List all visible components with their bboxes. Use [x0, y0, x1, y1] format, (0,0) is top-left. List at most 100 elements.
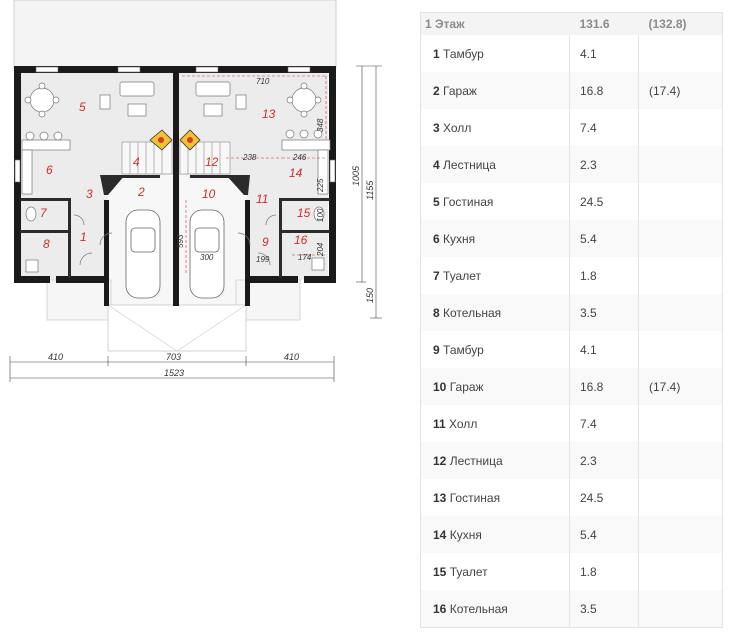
dim-label: 703	[166, 352, 181, 362]
room-name: Тамбур	[443, 342, 484, 357]
room-number: 16	[433, 601, 447, 616]
doors	[73, 214, 277, 266]
table-row: 1 Тамбур 4.1	[420, 35, 723, 72]
room-number: 1	[433, 46, 440, 61]
room-name-cell: 16 Котельная	[420, 590, 570, 628]
room-area: 1.8	[569, 553, 639, 590]
room-number: 7	[40, 206, 48, 220]
porch-left	[46, 279, 112, 321]
room-name: Кухня	[449, 527, 482, 542]
room-area: 3.5	[569, 590, 639, 628]
dim-label: 1155	[365, 180, 375, 200]
room-name-cell: 3 Холл	[420, 109, 570, 146]
room-area-alt	[638, 183, 723, 220]
room-number: 8	[433, 305, 440, 320]
room-area: 16.8	[569, 72, 639, 109]
room-area: 2.3	[569, 442, 639, 479]
room-number: 1	[80, 230, 87, 244]
room-number: 12	[205, 155, 219, 169]
floor-plan: 1 2 3 4 5 6 7 8 9 10 11 12 13 14 15 16 7…	[9, 0, 382, 382]
room-name-cell: 9 Тамбур	[420, 331, 570, 368]
room-area-alt	[638, 553, 723, 590]
room-name-cell: 10 Гараж	[420, 368, 570, 405]
room-area-alt	[638, 516, 723, 553]
dim-label: 1523	[164, 368, 184, 378]
room-area: 5.4	[569, 220, 639, 257]
dim-label: 100	[316, 208, 325, 222]
room-number: 9	[262, 235, 269, 249]
room-area-alt	[638, 109, 723, 146]
room-number: 8	[43, 237, 50, 251]
room-name-cell: 14 Кухня	[420, 516, 570, 553]
room-number: 10	[433, 379, 447, 394]
room-area-alt	[638, 331, 723, 368]
room-name: Холл	[449, 416, 478, 431]
room-area: 7.4	[569, 109, 639, 146]
room-area-alt	[638, 220, 723, 257]
room-number: 11	[433, 416, 446, 431]
room-number: 5	[433, 194, 440, 209]
room-name: Кухня	[443, 231, 476, 246]
dim-label: 238	[242, 153, 257, 162]
room-name-cell: 11 Холл	[420, 405, 570, 442]
room-name: Туалет	[449, 564, 488, 579]
interior-walls	[20, 175, 330, 278]
room-number: 12	[433, 453, 447, 468]
dim-label: 710	[256, 77, 270, 86]
room-name: Котельная	[443, 305, 502, 320]
room-area: 7.4	[569, 405, 639, 442]
room-number: 15	[433, 564, 447, 579]
room-area: 5.4	[569, 516, 639, 553]
room-name-cell: 13 Гостиная	[420, 479, 570, 516]
room-number: 16	[294, 233, 308, 247]
room-number: 10	[202, 187, 216, 201]
room-name: Гараж	[443, 83, 477, 98]
cars	[125, 209, 225, 299]
room-name-cell: 2 Гараж	[420, 72, 570, 109]
room-name: Лестница	[443, 157, 496, 172]
room-area-alt: (17.4)	[638, 72, 723, 109]
room-area: 2.3	[569, 146, 639, 183]
room-number: 3	[433, 120, 440, 135]
room-name: Тамбур	[443, 46, 484, 61]
room-number: 6	[46, 163, 53, 177]
room-area: 16.8	[569, 368, 639, 405]
dim-label: 174	[298, 253, 312, 262]
room-name: Гостиная	[443, 194, 494, 209]
room-area-alt	[638, 294, 723, 331]
driveway	[107, 304, 247, 352]
room-area: 3.5	[569, 294, 639, 331]
dim-label: 410	[284, 352, 299, 362]
stairs	[121, 141, 231, 175]
room-area: 24.5	[569, 479, 639, 516]
room-number: 6	[433, 231, 440, 246]
room-name: Котельная	[449, 601, 508, 616]
room-name: Гараж	[449, 379, 484, 394]
room-name-cell: 6 Кухня	[420, 220, 570, 257]
room-name-cell: 7 Туалет	[420, 257, 570, 294]
room-area-alt	[638, 442, 723, 479]
room-area-alt	[638, 257, 723, 294]
room-area-alt	[638, 479, 723, 516]
table-header-row: 1 Этаж 131.6 (132.8)	[420, 12, 723, 35]
dim-label: 204	[316, 242, 325, 257]
room-name-cell: 12 Лестница	[420, 442, 570, 479]
room-name: Гостиная	[449, 490, 501, 505]
dim-label: 225	[316, 178, 325, 193]
room-name: Туалет	[443, 268, 481, 283]
roof-outline	[13, 0, 337, 69]
furniture	[21, 81, 331, 273]
room-area: 1.8	[569, 257, 639, 294]
windows	[14, 66, 336, 183]
room-area: 4.1	[569, 35, 639, 72]
table-row: 8 Котельная 3.5	[420, 294, 723, 331]
